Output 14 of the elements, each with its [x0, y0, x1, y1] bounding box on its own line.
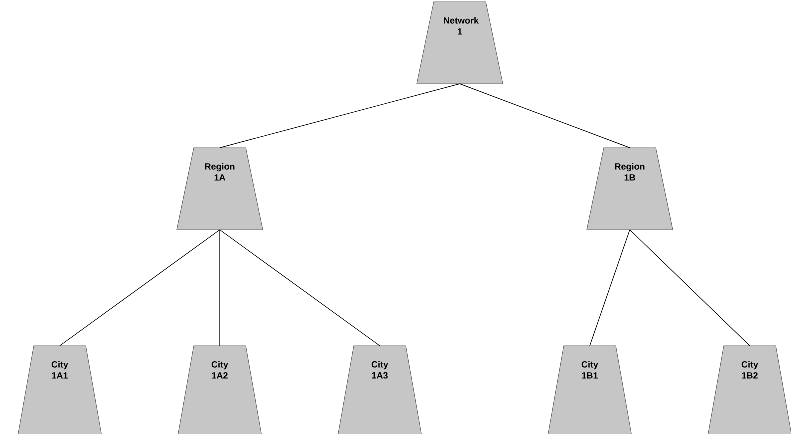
trapezoid-node: Region 1A [176, 148, 264, 230]
trapezoid-node: City 1A2 [176, 346, 264, 434]
trapezoid-node: Network 1 [416, 2, 504, 84]
connector-line [220, 230, 380, 346]
connector-line [220, 84, 460, 148]
trapezoid-node: City 1B1 [546, 346, 634, 434]
trapezoid-node: City 1B2 [706, 346, 791, 434]
trapezoid-node: City 1A3 [336, 346, 424, 434]
trapezoid-node: City 1A1 [16, 346, 104, 434]
trapezoid-node: Region 1B [586, 148, 674, 230]
connector-line [460, 84, 630, 148]
connector-line [630, 230, 750, 346]
connector-line [590, 230, 630, 346]
connector-line [60, 230, 220, 346]
